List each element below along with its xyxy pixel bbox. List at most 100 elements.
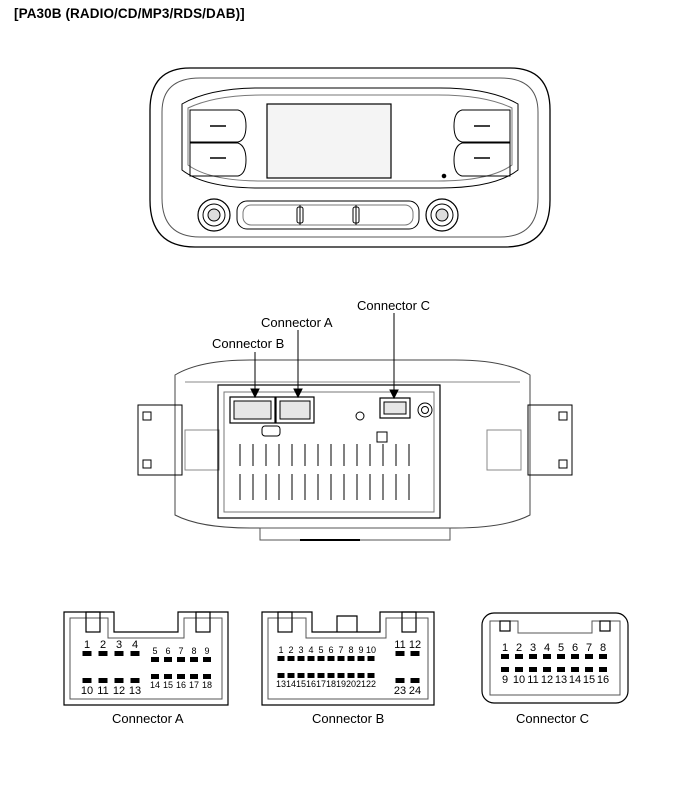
pin-number: 19 [336, 679, 346, 689]
pin-terminal [515, 654, 523, 659]
pin-terminal [82, 678, 92, 683]
pin-number: 4 [132, 639, 138, 651]
volume-knob [197, 198, 231, 232]
ventilation-slots [239, 444, 410, 500]
pin-number: 13 [555, 674, 567, 686]
pin-terminal [297, 656, 305, 661]
pin-terminal [307, 673, 315, 678]
chassis-back-plate [217, 384, 441, 519]
pin-number: 2 [100, 639, 106, 651]
pin-terminal [585, 667, 593, 672]
pin-terminal [571, 654, 579, 659]
pin-number: 10 [513, 674, 525, 686]
pin-terminal [347, 673, 355, 678]
caption-connector-b: Connector B [312, 711, 384, 726]
pin-number: 12 [409, 639, 421, 651]
pin-number: 10 [366, 645, 376, 655]
pin-number: 1 [278, 645, 283, 655]
connector-b-face [261, 611, 435, 706]
connector-a-face [63, 611, 229, 706]
pin-number: 4 [544, 642, 550, 654]
pin-number: 22 [366, 679, 376, 689]
pin-terminal [190, 657, 198, 662]
pin-number: 2 [288, 645, 293, 655]
callout-leaders [250, 313, 399, 400]
connector-b-housing [229, 396, 276, 424]
pin-terminal [585, 654, 593, 659]
pin-terminal [203, 657, 211, 662]
pin-terminal [98, 678, 108, 683]
pin-number: 5 [318, 645, 323, 655]
pin-terminal [177, 657, 185, 662]
pin-number: 13 [129, 685, 141, 697]
pin-number: 6 [572, 642, 578, 654]
connector-c-housing [379, 397, 411, 419]
pin-terminal [287, 673, 295, 678]
pin-terminal [277, 656, 285, 661]
head-unit-front-panel [149, 67, 551, 248]
pin-terminal [529, 654, 537, 659]
pin-number: 11 [394, 639, 405, 651]
pin-number: 11 [97, 685, 108, 697]
head-unit-rear-view [137, 359, 573, 529]
pin-number: 9 [204, 646, 209, 656]
pin-number: 1 [502, 642, 508, 654]
pin-number: 18 [326, 679, 336, 689]
pin-number: 5 [152, 646, 157, 656]
pin-number: 1 [84, 639, 90, 651]
pin-terminal [395, 651, 405, 656]
caption-connector-c: Connector C [516, 711, 589, 726]
callout-connector-c: Connector C [357, 298, 430, 313]
pin-terminal [410, 651, 420, 656]
pin-terminal [114, 678, 124, 683]
pin-number: 7 [338, 645, 343, 655]
pin-terminal [317, 673, 325, 678]
pin-terminal [501, 667, 509, 672]
pin-number: 12 [113, 685, 125, 697]
callout-connector-b: Connector B [212, 336, 284, 351]
pin-terminal [571, 667, 579, 672]
pin-number: 15 [296, 679, 306, 689]
pin-terminal [557, 667, 565, 672]
pin-terminal [164, 657, 172, 662]
rear-bottom-edge [259, 527, 451, 541]
pin-number: 6 [328, 645, 333, 655]
pin-terminal [151, 657, 159, 662]
pin-terminal [395, 678, 405, 683]
pin-terminal [297, 673, 305, 678]
pin-number: 14 [286, 679, 296, 689]
pin-number: 3 [298, 645, 303, 655]
pin-number: 8 [191, 646, 196, 656]
pin-terminal [529, 667, 537, 672]
antenna-jack [417, 402, 433, 418]
pin-terminal [367, 673, 375, 678]
pin-terminal [599, 667, 607, 672]
pin-number: 23 [394, 685, 406, 697]
pin-terminal [130, 651, 140, 656]
display-screen [266, 103, 392, 179]
pin-number: 9 [502, 674, 508, 686]
pin-terminal [327, 673, 335, 678]
pin-number: 16 [176, 680, 186, 690]
pin-terminal [114, 651, 124, 656]
pin-number: 16 [597, 674, 609, 686]
pin-number: 7 [178, 646, 183, 656]
pin-terminal [190, 674, 198, 679]
pin-terminal [410, 678, 420, 683]
pin-number: 15 [163, 680, 173, 690]
pin-terminal [317, 656, 325, 661]
connector-c-face [481, 612, 629, 704]
pin-terminal [501, 654, 509, 659]
pin-terminal [203, 674, 211, 679]
pin-number: 21 [356, 679, 366, 689]
pin-number: 6 [165, 646, 170, 656]
pin-terminal [337, 673, 345, 678]
pin-number: 13 [276, 679, 286, 689]
pin-number: 2 [516, 642, 522, 654]
pin-number: 7 [586, 642, 592, 654]
pin-number: 5 [558, 642, 564, 654]
